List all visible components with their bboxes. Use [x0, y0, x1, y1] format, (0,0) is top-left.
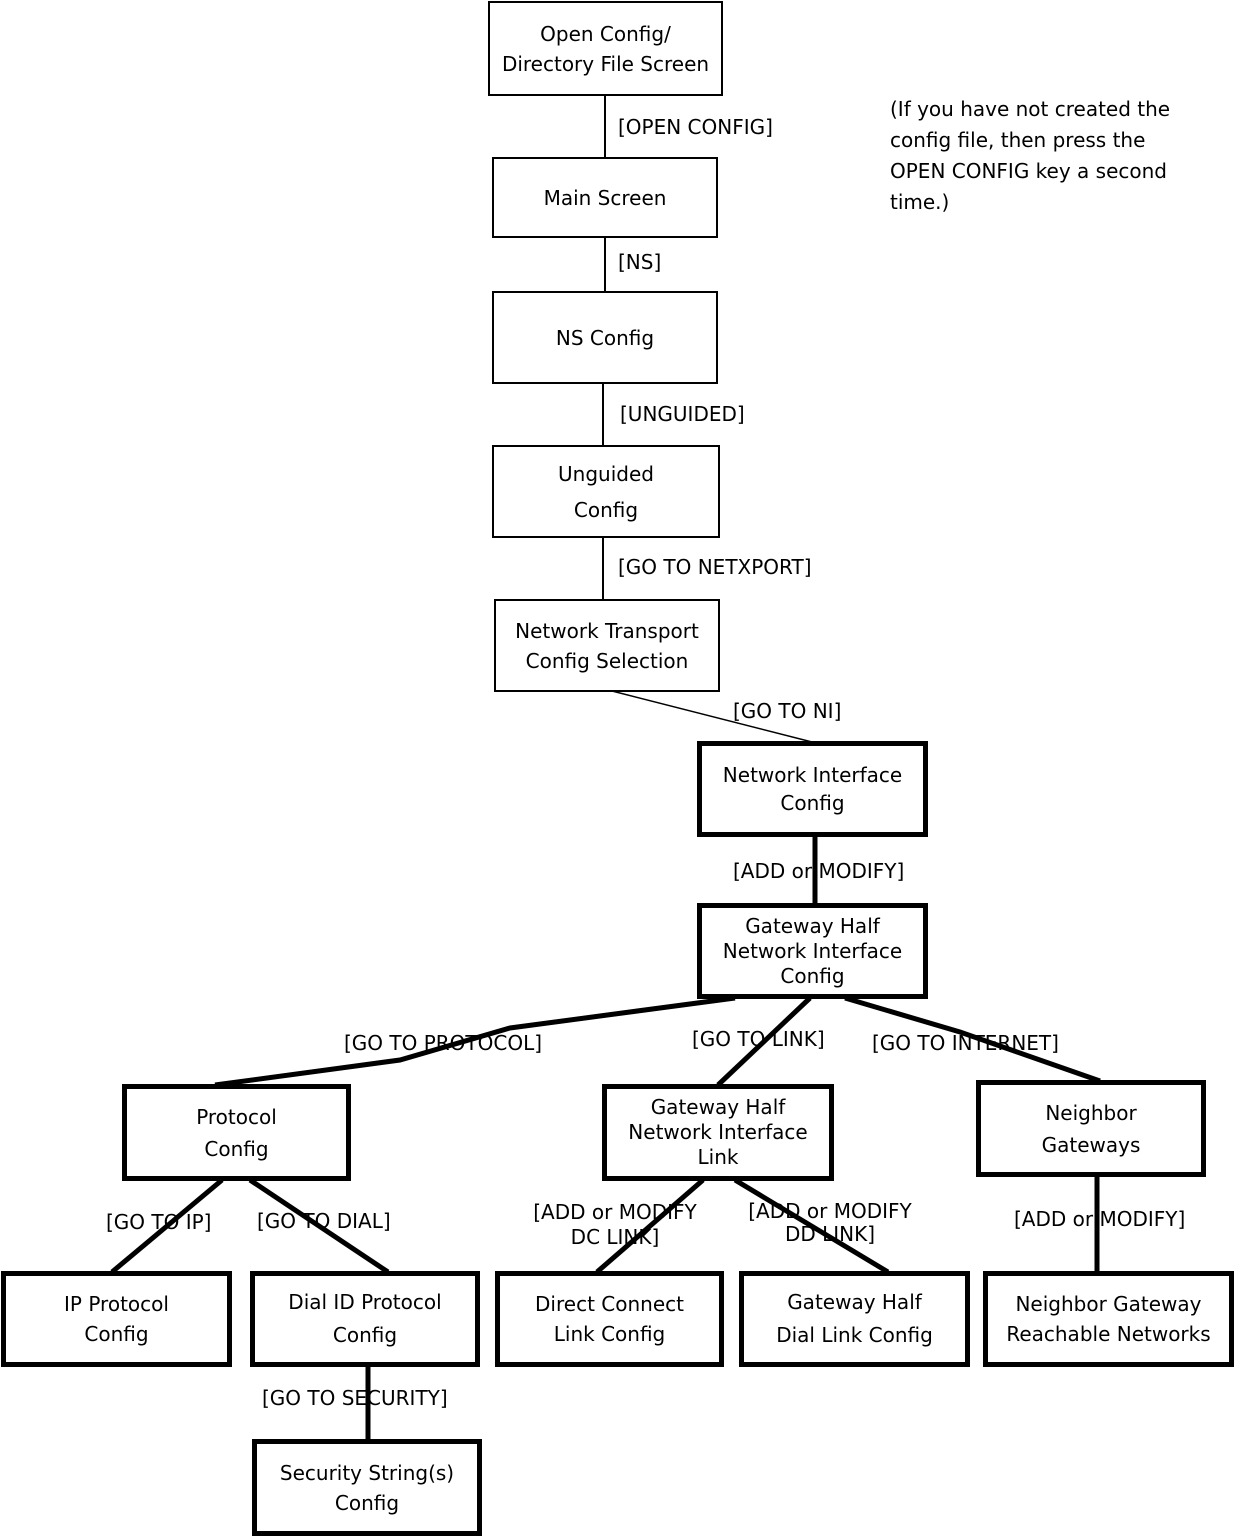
label-go-to-internet: [GO TO INTERNET]	[872, 1031, 1059, 1055]
label-go-to-ni: [GO TO NI]	[733, 699, 842, 723]
note-line: config file, then press the	[890, 128, 1146, 152]
label-add-or-modify-neighbor: [ADD or MODIFY]	[1014, 1207, 1186, 1231]
edge-dd-link	[733, 1177, 890, 1275]
note-line: (If you have not created the	[890, 97, 1171, 121]
label-add-or-modify-ni: [ADD or MODIFY]	[733, 859, 905, 883]
label-go-to-ip: [GO TO IP]	[106, 1210, 212, 1234]
edge-dial	[248, 1177, 390, 1275]
label-ns: [NS]	[618, 250, 662, 274]
label-go-to-security: [GO TO SECURITY]	[262, 1386, 448, 1410]
note-line: time.)	[890, 190, 950, 214]
node-ns-config: NS Config	[492, 291, 718, 384]
label-go-to-dial: [GO TO DIAL]	[257, 1209, 391, 1233]
edge-ip	[110, 1178, 224, 1274]
label-unguided: [UNGUIDED]	[620, 402, 745, 426]
label-open-config: [OPEN CONFIG]	[618, 115, 773, 139]
note-line: OPEN CONFIG key a second	[890, 159, 1167, 183]
label-go-to-protocol: [GO TO PROTOCOL]	[344, 1031, 543, 1055]
node-security-strings-config: Security String(s)Config	[252, 1439, 482, 1536]
edge-internet	[844, 995, 1101, 1084]
node-main-screen: Main Screen	[492, 157, 718, 238]
label-go-to-netxport: [GO TO NETXPORT]	[618, 555, 812, 579]
label-go-to-link: [GO TO LINK]	[692, 1027, 825, 1051]
edge-dc-link	[595, 1178, 705, 1274]
edge-link	[716, 996, 812, 1087]
node-open-config: Open Config/Directory File Screen	[488, 1, 723, 96]
open-config-note: (If you have not created the config file…	[890, 94, 1210, 218]
edge-protocol	[214, 995, 736, 1088]
edge-ni	[611, 690, 813, 743]
